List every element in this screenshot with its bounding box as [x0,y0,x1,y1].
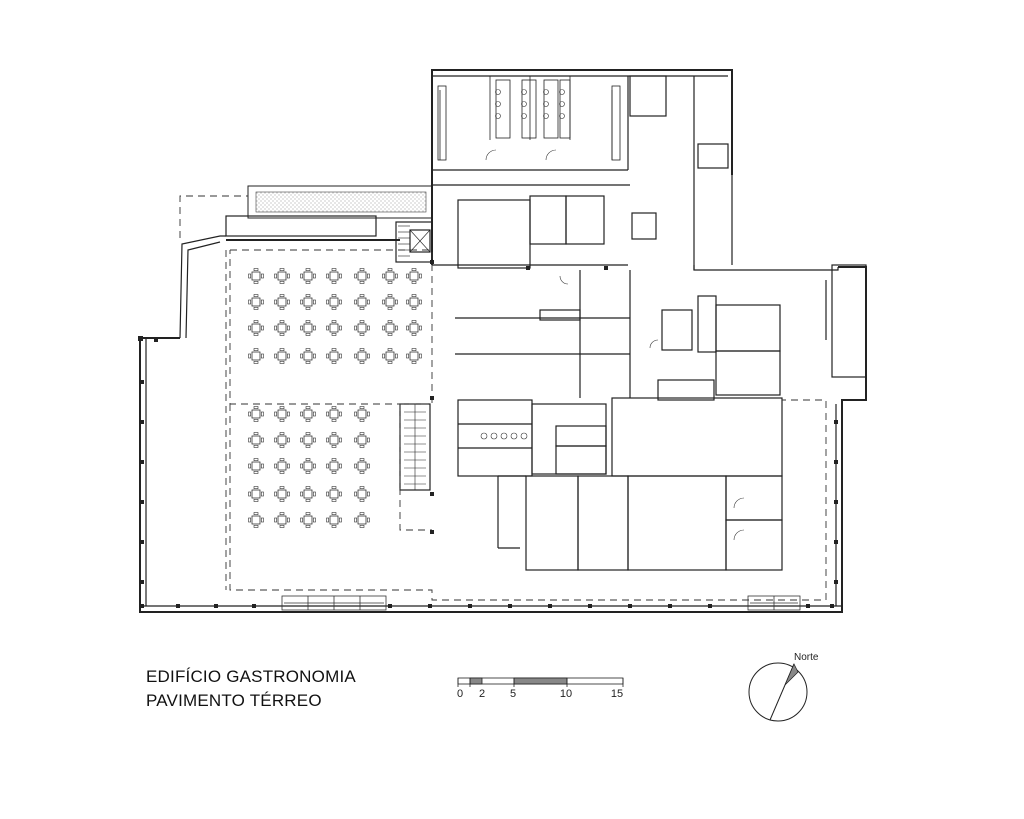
restroom-fixtures [480,89,745,541]
scale-tick-label: 2 [478,688,486,700]
scale-tick-label: 0 [456,688,464,700]
building-walls [139,69,867,613]
north-label: Norte [794,652,819,663]
structural-columns [138,260,838,608]
scale-tick-label: 10 [559,688,573,700]
dashed-outlines [179,195,827,601]
scale-bar [457,677,624,687]
north-arrow-icon [748,662,808,722]
scale-tick-label: 15 [610,688,624,700]
dining-tables-lower [248,406,370,528]
dining-tables-upper [248,268,422,364]
window-panels [281,595,801,611]
drawing-title: EDIFÍCIO GASTRONOMIA [146,667,356,686]
drawing-subtitle: PAVIMENTO TÉRREO [146,691,322,710]
scale-tick-label: 5 [509,688,517,700]
